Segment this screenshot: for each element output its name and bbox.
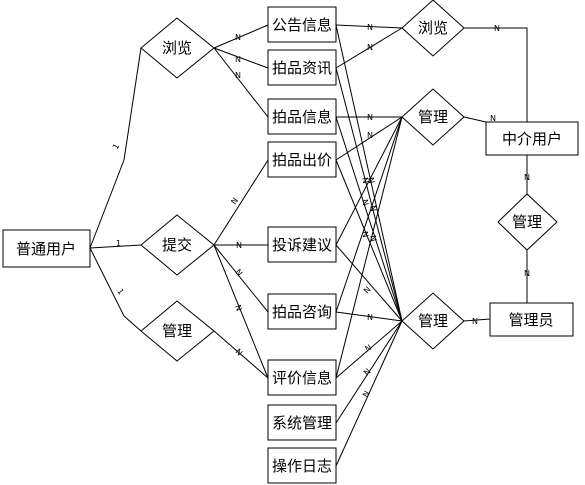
cardinality-many: N (360, 231, 370, 239)
cardinality-many: N (360, 199, 370, 207)
relation-manage-mid: 管理 (401, 88, 465, 146)
cardinality-many: N (360, 177, 370, 185)
cardinality-many: N (364, 343, 374, 354)
cardinality-many: N (524, 173, 530, 182)
cardinality-many: N (235, 33, 241, 42)
cardinality-many: N (229, 196, 240, 206)
cardinality-many: N (367, 43, 373, 52)
entity-pingjia-label: 评价信息 (272, 369, 332, 387)
cardinality-many: N (362, 285, 373, 296)
entity-gonggao-label: 公告信息 (272, 16, 332, 34)
relation-manage-left-label: 管理 (162, 322, 192, 340)
entity-admin-label: 管理员 (508, 311, 553, 329)
entity-zixun: 拍品资讯 (267, 49, 337, 86)
entity-rizhi-label: 操作日志 (272, 457, 332, 475)
cardinality-many: N (366, 177, 376, 185)
entity-pingjia: 评价信息 (267, 359, 337, 396)
cardinality-many: N (368, 235, 378, 243)
entity-putong-user: 普通用户 (2, 229, 91, 268)
entity-chujia-label: 拍品出价 (272, 151, 332, 169)
entity-xitong-label: 系统管理 (272, 414, 332, 432)
entity-chujia: 拍品出价 (267, 141, 337, 178)
cardinality-many: N (234, 347, 245, 358)
cardinality-many: N (367, 113, 373, 122)
entity-zixun-label: 拍品资讯 (272, 59, 332, 77)
cardinality-many: N (235, 71, 241, 80)
cardinality-many: N (233, 268, 244, 278)
relation-browse-left: 浏览 (140, 17, 215, 79)
cardinality-many: N (367, 23, 373, 32)
relation-manage-left: 管理 (140, 300, 215, 362)
cardinality-many: N (368, 205, 378, 213)
cardinality-many: N (233, 304, 244, 313)
entity-gonggao: 公告信息 (267, 6, 337, 43)
cardinality-many: N (235, 55, 241, 64)
relation-manage-right: 管理 (497, 193, 558, 251)
relation-manage-mid-label: 管理 (418, 108, 448, 126)
relation-submit: 提交 (140, 214, 215, 276)
entity-zixun2: 拍品咨询 (267, 293, 337, 330)
relation-manage-right-label: 管理 (512, 213, 542, 231)
entity-paipin-label: 拍品信息 (272, 108, 332, 126)
cardinality-many: N (367, 313, 373, 322)
entity-tousu: 投诉建议 (267, 226, 337, 263)
cardinality-one: 1 (111, 142, 121, 151)
relation-browse-right-label: 浏览 (418, 19, 448, 37)
cardinality-one: 1 (115, 287, 125, 296)
entity-tousu-label: 投诉建议 (272, 236, 332, 254)
cardinality-many: N (361, 389, 372, 399)
relation-browse-right: 浏览 (401, 0, 465, 57)
entity-zhongjie: 中介用户 (485, 121, 579, 156)
cardinality-one: 1 (116, 239, 121, 248)
entity-xitong: 系统管理 (267, 404, 337, 441)
entity-rizhi: 操作日志 (267, 447, 337, 484)
entity-zixun2-label: 拍品咨询 (272, 303, 332, 321)
entity-admin: 管理员 (489, 302, 574, 337)
cardinality-many: N (494, 24, 500, 33)
cardinality-many: N (524, 269, 530, 278)
entity-putong-user-label: 普通用户 (16, 240, 76, 258)
cardinality-many: N (236, 241, 242, 250)
relation-browse-left-label: 浏览 (162, 39, 192, 57)
cardinality-many: N (362, 367, 373, 378)
cardinality-many: N (472, 317, 478, 326)
cardinality-many: N (490, 114, 496, 123)
cardinality-many: N (367, 131, 373, 140)
relation-manage-bottom: 管理 (401, 292, 465, 350)
entity-paipin: 拍品信息 (267, 98, 337, 135)
relation-manage-bottom-label: 管理 (418, 312, 448, 330)
relation-submit-label: 提交 (162, 236, 192, 254)
entity-zhongjie-label: 中介用户 (502, 130, 562, 148)
connector-lines (89, 24, 528, 467)
cardinality-labels: 1 1 1 N N N N N N N N N N N N N N N N N … (111, 23, 530, 399)
